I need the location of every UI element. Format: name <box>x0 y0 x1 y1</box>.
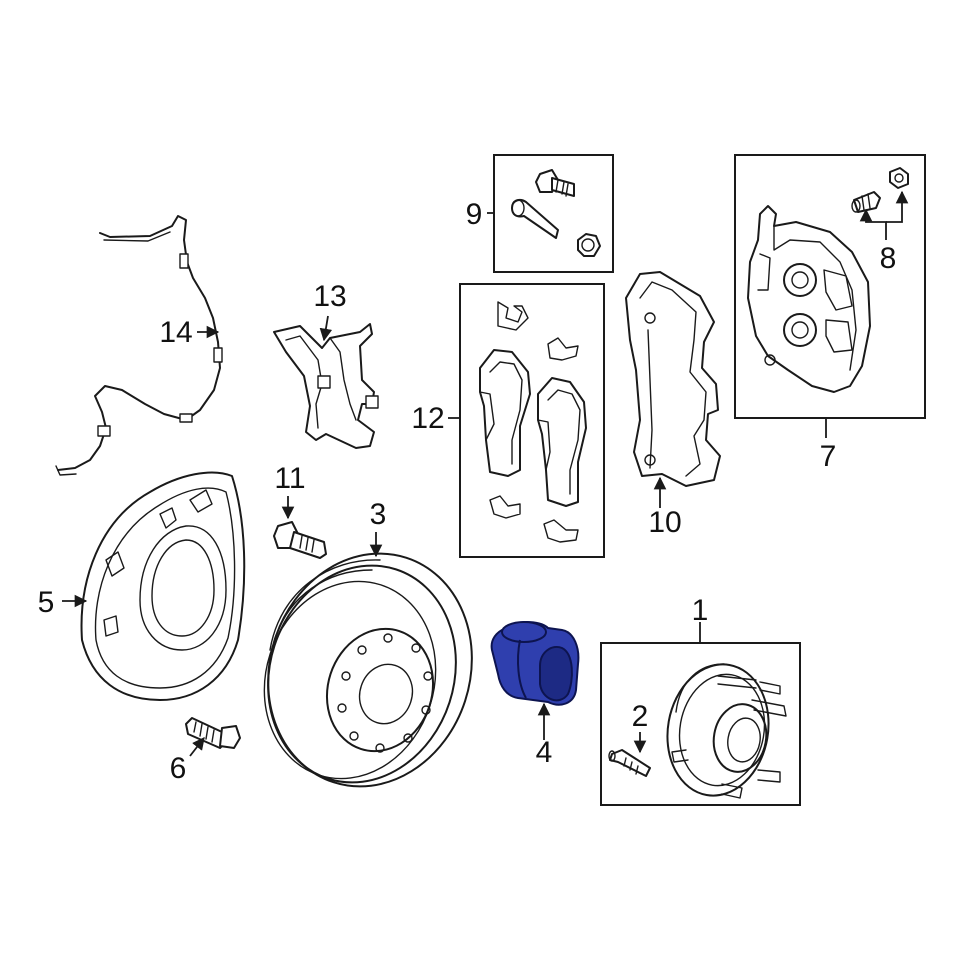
callout-10: 10 <box>648 506 681 539</box>
brake-pads-part-12[interactable] <box>479 301 587 543</box>
callout-13: 13 <box>313 280 346 313</box>
callout-labels: 1 2 3 4 5 6 7 8 9 10 11 12 13 14 <box>38 198 897 785</box>
callout-12: 12 <box>411 402 444 435</box>
leader-lines <box>62 190 909 757</box>
callout-1: 1 <box>692 594 709 627</box>
parts-box-7 <box>734 154 926 419</box>
bolt-part-11[interactable] <box>273 521 327 559</box>
dust-shield-part-5[interactable] <box>80 471 246 701</box>
wheel-bearing-part-4[interactable] <box>490 621 580 706</box>
wheel-hub-part-1[interactable] <box>657 656 787 803</box>
caliper-bracket-part-10[interactable] <box>625 271 721 487</box>
bolt-part-6[interactable] <box>185 717 241 749</box>
callout-7: 7 <box>820 440 837 473</box>
abs-sensor-wire-part-14[interactable] <box>55 215 223 476</box>
bracket-part-13[interactable] <box>273 323 379 449</box>
callout-4: 4 <box>536 736 553 769</box>
callout-6: 6 <box>170 752 187 785</box>
callout-2: 2 <box>632 700 649 733</box>
brake-rotor-part-3[interactable] <box>238 527 501 813</box>
callout-5: 5 <box>38 586 55 619</box>
callout-11: 11 <box>274 462 305 495</box>
brake-caliper-part-7[interactable] <box>747 205 871 393</box>
parts-box-12 <box>459 283 605 558</box>
callout-9: 9 <box>466 198 483 231</box>
bleeder-screws-part-8[interactable] <box>851 167 909 213</box>
callout-3: 3 <box>370 498 387 531</box>
callout-8: 8 <box>880 242 897 275</box>
wheel-stud-part-2[interactable] <box>608 749 651 777</box>
guide-pins-part-9[interactable] <box>511 169 601 257</box>
callout-14: 14 <box>159 316 192 349</box>
